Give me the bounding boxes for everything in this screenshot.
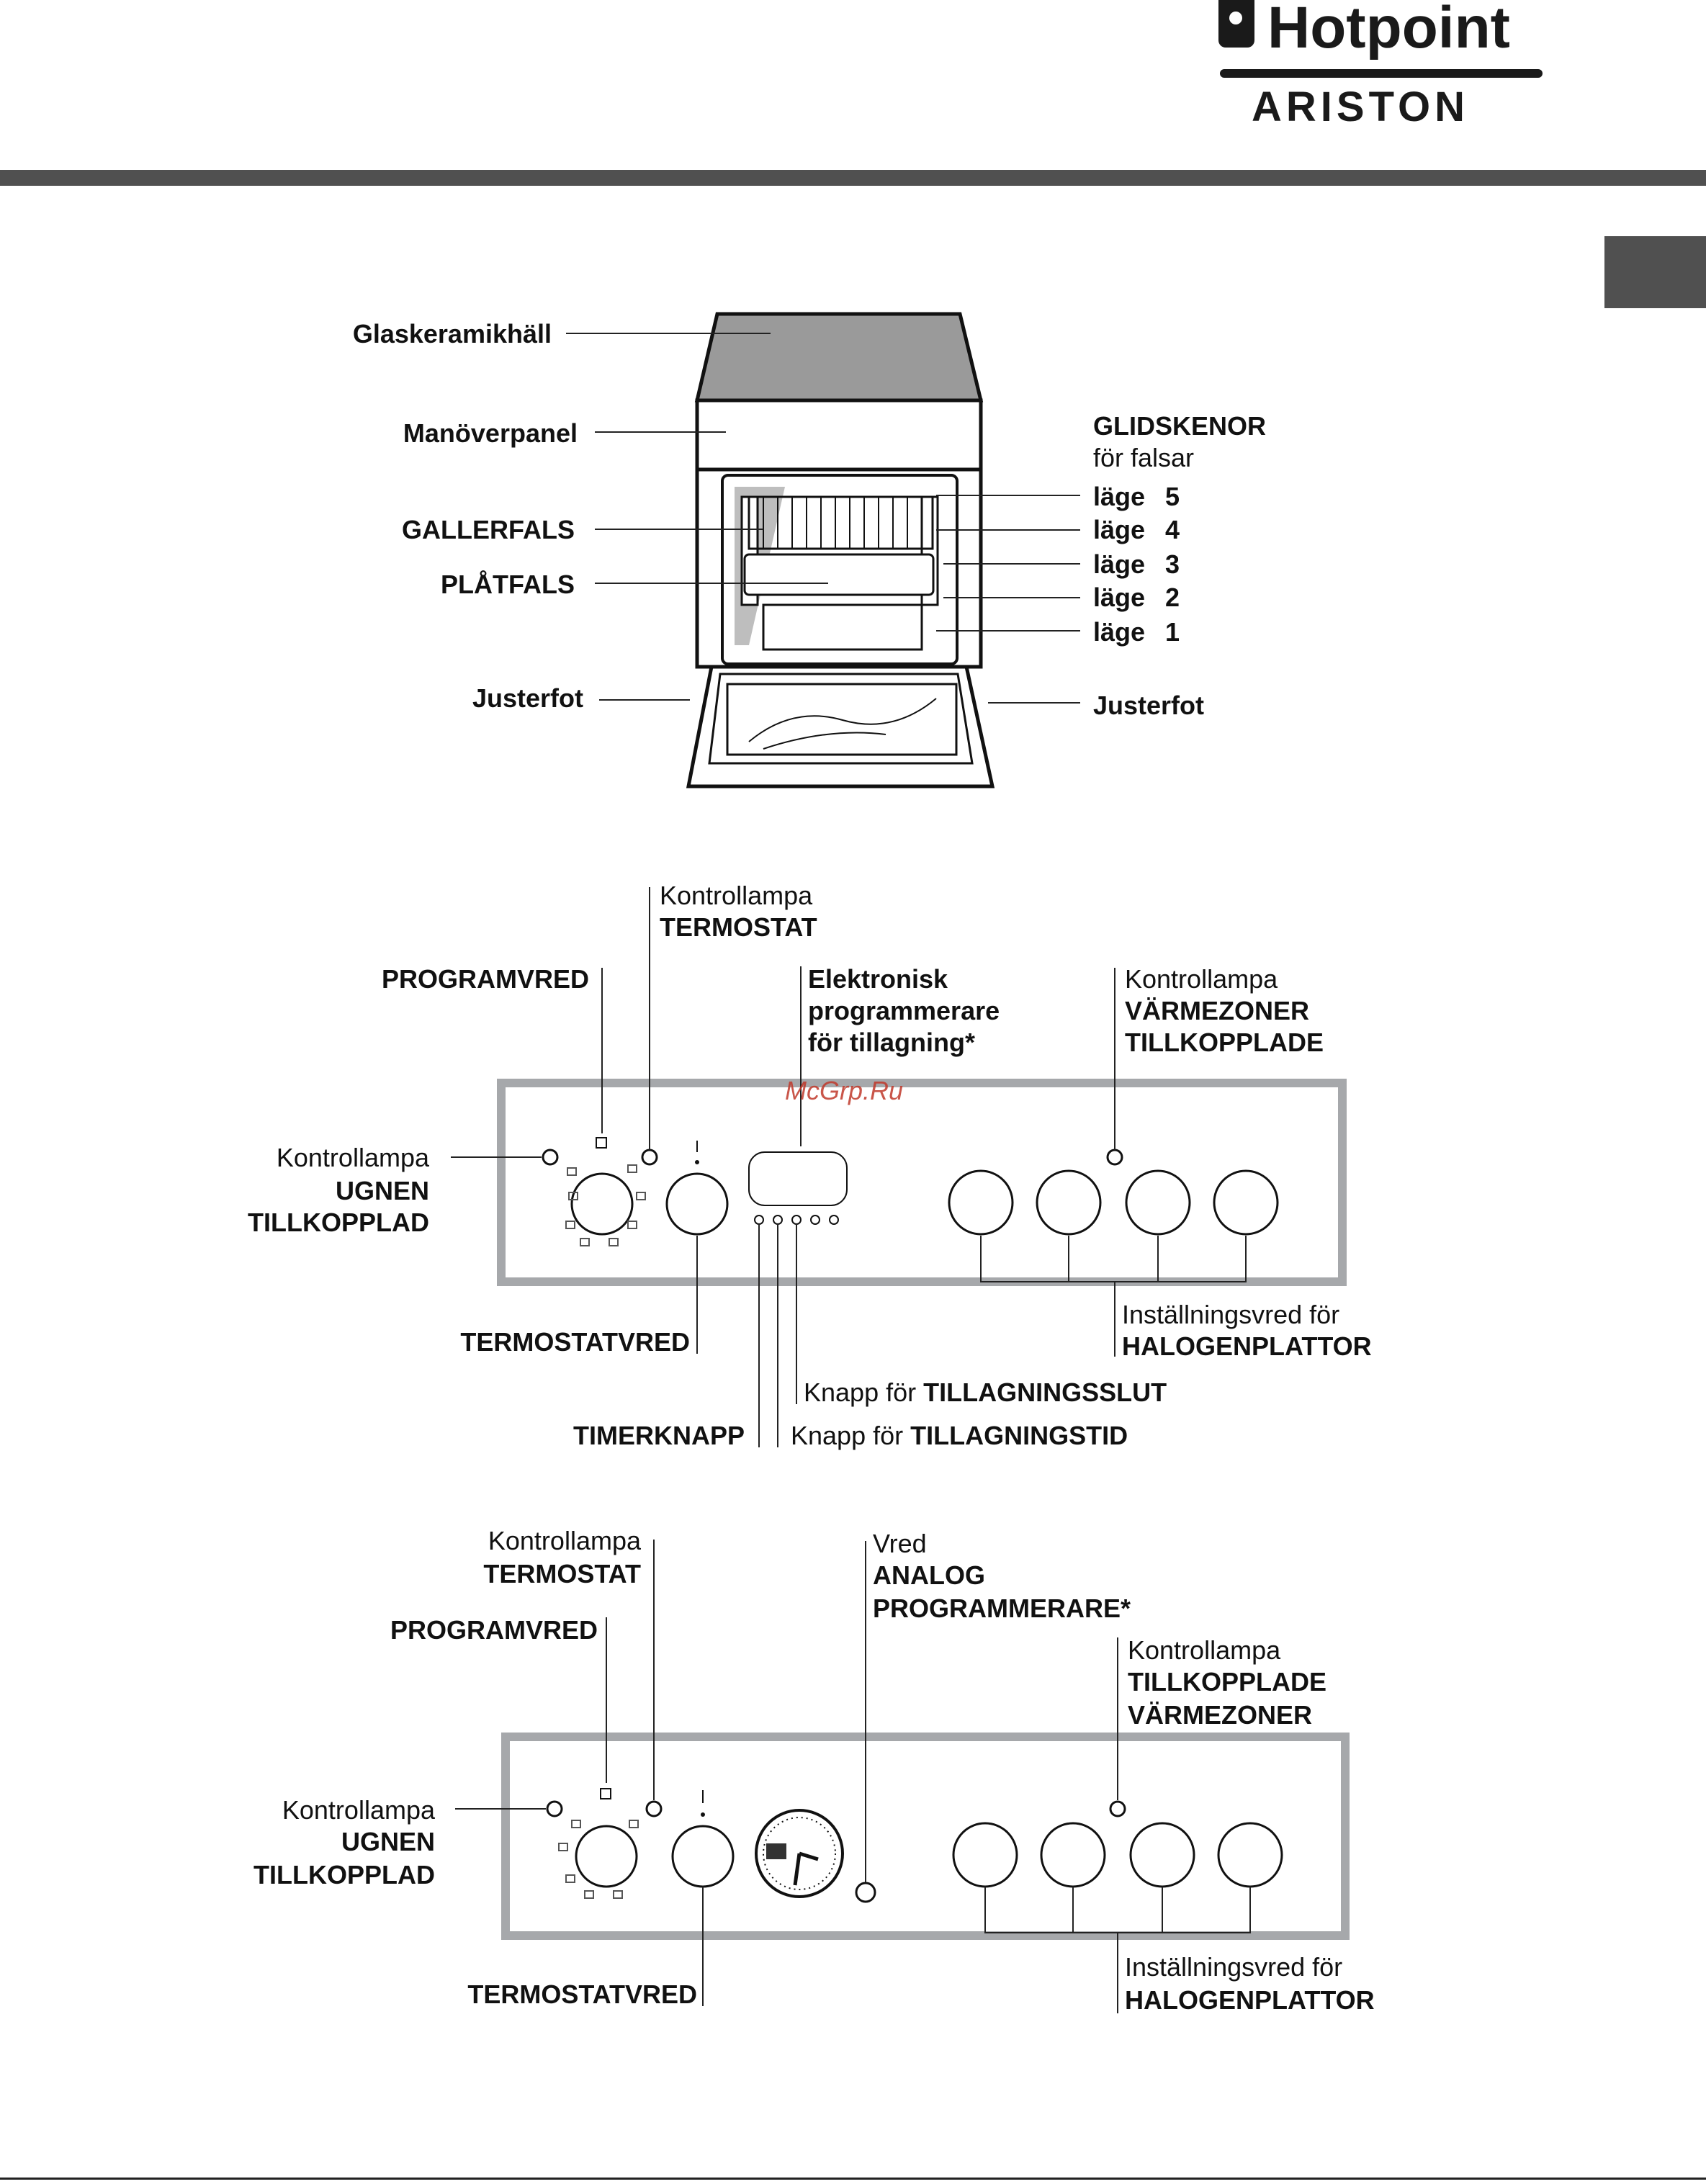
indicator-lamp-icon — [542, 1149, 559, 1166]
brand-rule — [1220, 69, 1543, 78]
p2-kontroll-varmezoner-l3: VÄRMEZONER — [1128, 1700, 1313, 1730]
p2-vred-l1: Vred — [873, 1529, 927, 1558]
p1-elektronisk-l1: Elektronisk — [808, 964, 948, 994]
p1-termostatvred: TERMOSTATVRED — [460, 1327, 690, 1357]
p2-kontroll-ugnen-l2: UGNEN — [341, 1827, 435, 1856]
p2-installningsvred-l1: Inställningsvred för — [1125, 1952, 1343, 1982]
side-tab — [1604, 236, 1706, 308]
knapp-tid-prefix: Knapp för — [791, 1421, 911, 1450]
knob-icon — [570, 1172, 634, 1236]
indicator-lamp-icon — [546, 1800, 563, 1817]
p1-kontroll-ugnen-l1: Kontrollampa — [276, 1143, 429, 1172]
watermark: McGrp.Ru — [785, 1076, 904, 1105]
label-lage-2: läge 2 — [1093, 582, 1180, 614]
brand-name: Hotpoint — [1267, 0, 1510, 60]
p1-installningsvred-l1: Inställningsvred för — [1122, 1300, 1340, 1329]
lage-word: läge — [1093, 482, 1146, 511]
lage-num: 3 — [1165, 549, 1180, 579]
knob-icon — [575, 1825, 638, 1888]
p2-kontroll-varmezoner-l2: TILLKOPPLADE — [1128, 1667, 1326, 1697]
p1-kontroll-varmezoner-l2: VÄRMEZONER — [1125, 996, 1310, 1025]
p1-installningsvred-l2: HALOGENPLATTOR — [1122, 1331, 1372, 1361]
brand-sub: ARISTON — [1252, 84, 1469, 130]
p1-kontroll-ugnen-l2: UGNEN — [335, 1176, 429, 1205]
label-lage-3: läge 3 — [1093, 549, 1180, 580]
indicator-lamp-icon — [1109, 1800, 1126, 1817]
indicator-lamp-icon — [855, 1882, 876, 1903]
p2-vred-l2: ANALOG — [873, 1560, 985, 1590]
p2-kontroll-termostat-l1: Kontrollampa — [488, 1526, 641, 1555]
knob-icon — [948, 1169, 1014, 1236]
knapp-slut-bold: TILLAGNINGSSLUT — [923, 1378, 1167, 1407]
label-justerfot-left: Justerfot — [472, 683, 583, 713]
p1-kontroll-varmezoner-l3: TILLKOPPLADE — [1125, 1028, 1324, 1057]
label-platfals: PLÅTFALS — [441, 570, 575, 599]
p1-kontroll-varmezoner-l1: Kontrollampa — [1125, 964, 1278, 994]
knob-icon — [671, 1825, 735, 1888]
p1-timerknapp: TIMERKNAPP — [573, 1421, 745, 1450]
knob-icon — [665, 1172, 729, 1236]
clock-dial-icon — [755, 1809, 844, 1898]
lage-word: läge — [1093, 549, 1146, 579]
p1-elektronisk-l3: för tillagning* — [808, 1028, 975, 1057]
knob-icon — [952, 1822, 1018, 1888]
label-lage-4: läge 4 — [1093, 514, 1180, 546]
label-manoverpanel: Manöverpanel — [403, 418, 578, 448]
label-justerfot-right: Justerfot — [1093, 691, 1205, 720]
p2-installningsvred-l2: HALOGENPLATTOR — [1125, 1985, 1375, 2015]
knapp-slut-prefix: Knapp för — [804, 1378, 924, 1407]
lage-word: läge — [1093, 583, 1146, 612]
p2-kontroll-ugnen-l3: TILLKOPPLAD — [253, 1860, 435, 1889]
p2-termostatvred: TERMOSTATVRED — [467, 1979, 697, 2009]
header-band — [0, 170, 1706, 186]
p2-vred-l3: PROGRAMMERARE* — [873, 1594, 1131, 1623]
lage-num: 5 — [1165, 482, 1180, 511]
p2-programvred: PROGRAMVRED — [390, 1615, 598, 1645]
p1-programvred: PROGRAMVRED — [381, 964, 589, 994]
label-lage-1: läge 1 — [1093, 616, 1180, 648]
p1-kontroll-termostat-l2: TERMOSTAT — [660, 912, 817, 942]
p1-knapp-tid: Knapp för TILLAGNINGSTID — [791, 1420, 1128, 1452]
logo-dot — [1229, 12, 1242, 24]
knob-icon — [1040, 1822, 1106, 1888]
label-lage-5: läge 5 — [1093, 481, 1180, 513]
p1-kontroll-termostat-l1: Kontrollampa — [660, 881, 813, 910]
p1-elektronisk-l2: programmerare — [808, 996, 1000, 1025]
p1-kontroll-ugnen-l3: TILLKOPPLAD — [248, 1208, 429, 1237]
knob-icon — [1129, 1822, 1195, 1888]
p2-kontroll-termostat-l2: TERMOSTAT — [483, 1559, 641, 1588]
knob-icon — [1213, 1169, 1279, 1236]
indicator-lamp-icon — [645, 1800, 663, 1817]
lage-word: läge — [1093, 515, 1146, 544]
label-gallerfals: GALLERFALS — [402, 515, 575, 544]
footer-rule — [0, 2178, 1706, 2180]
lage-num: 4 — [1165, 515, 1180, 544]
p2-kontroll-ugnen-l1: Kontrollampa — [282, 1795, 435, 1825]
knapp-tid-bold: TILLAGNINGSTID — [910, 1421, 1128, 1450]
p2-kontroll-varmezoner-l1: Kontrollampa — [1128, 1635, 1281, 1665]
knob-icon — [1217, 1822, 1283, 1888]
knob-icon — [1036, 1169, 1102, 1236]
label-glaskeramikhall: Glaskeramikhäll — [352, 319, 552, 349]
label-for-falsar: för falsar — [1093, 443, 1195, 472]
knob-icon — [1125, 1169, 1191, 1236]
p1-knapp-slut: Knapp för TILLAGNINGSSLUT — [804, 1377, 1167, 1408]
lage-word: läge — [1093, 617, 1146, 647]
lage-num: 1 — [1165, 617, 1180, 647]
lage-num: 2 — [1165, 583, 1180, 612]
label-glidskenor: GLIDSKENOR — [1093, 411, 1267, 441]
